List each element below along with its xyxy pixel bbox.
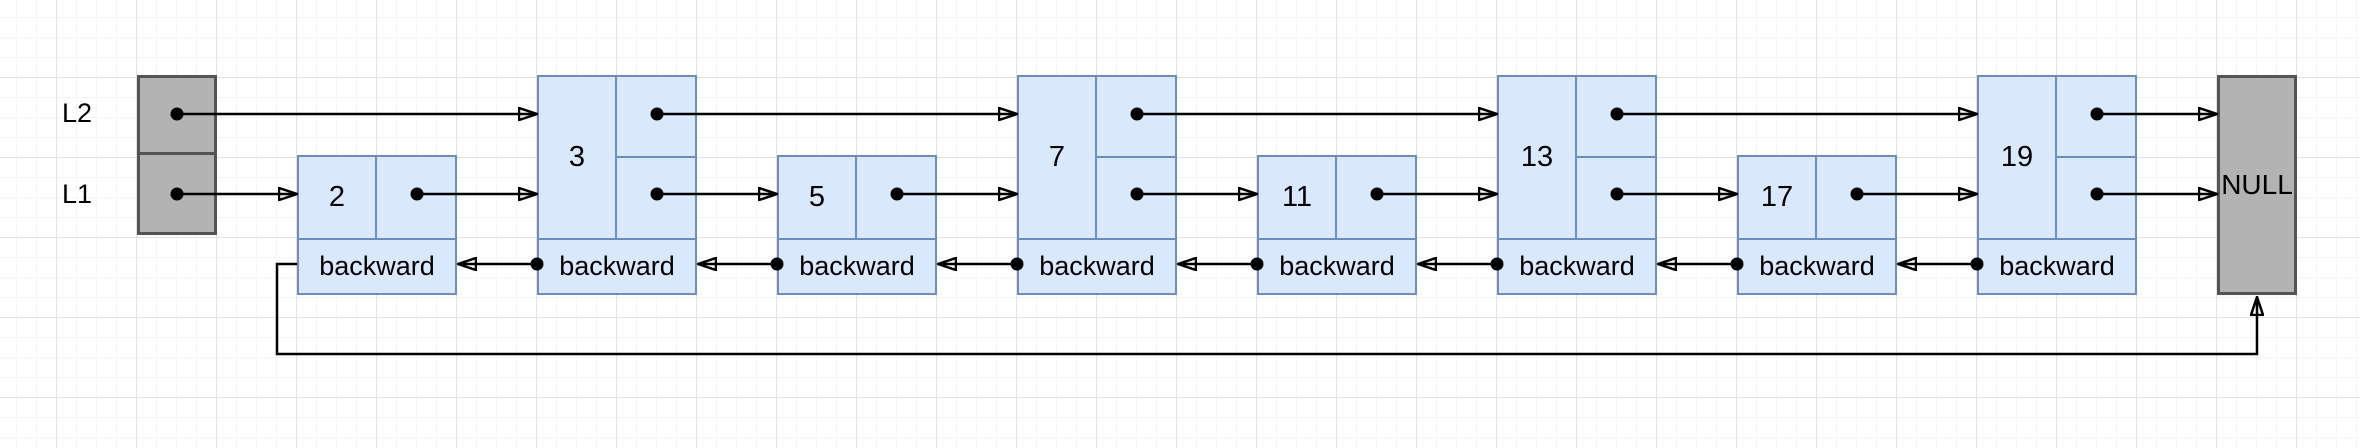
skiplist-node-13[interactable]: 13 backward: [1497, 75, 1657, 295]
level-label-l1: L1: [61, 179, 93, 209]
skiplist-node-5[interactable]: 5 backward: [777, 155, 937, 295]
backward-pointer-cell: backward: [1979, 238, 2135, 293]
backward-pointer-cell: backward: [779, 238, 935, 293]
l2-pointer-cell: [2057, 77, 2135, 158]
skiplist-node-7[interactable]: 7 backward: [1017, 75, 1177, 295]
l1-pointer-cell: [1577, 158, 1655, 239]
backward-pointer-cell: backward: [539, 238, 695, 293]
l1-pointer-cell: [2057, 158, 2135, 239]
l1-pointer-cell: [377, 157, 455, 238]
skiplist-node-3[interactable]: 3 backward: [537, 75, 697, 295]
node-value: 2: [299, 157, 377, 238]
backward-pointer-cell: backward: [1499, 238, 1655, 293]
skiplist-head-box[interactable]: [137, 75, 217, 235]
node-value: 11: [1259, 157, 1337, 238]
null-terminator-box[interactable]: NULL: [2217, 75, 2297, 295]
l1-pointer-cell: [857, 157, 935, 238]
skiplist-node-2[interactable]: 2 backward: [297, 155, 457, 295]
l1-pointer-cell: [1097, 158, 1175, 239]
l2-pointer-cell: [1577, 77, 1655, 158]
node-value: 13: [1499, 77, 1577, 238]
node-value: 3: [539, 77, 617, 238]
backward-pointer-cell: backward: [299, 238, 455, 293]
l2-pointer-cell: [1097, 77, 1175, 158]
null-label: NULL: [2221, 169, 2293, 200]
node-value: 19: [1979, 77, 2057, 238]
l1-pointer-cell: [1337, 157, 1415, 238]
node-value: 5: [779, 157, 857, 238]
node-value: 7: [1019, 77, 1097, 238]
skiplist-node-19[interactable]: 19 backward: [1977, 75, 2137, 295]
node-value: 17: [1739, 157, 1817, 238]
backward-pointer-cell: backward: [1739, 238, 1895, 293]
backward-pointer-cell: backward: [1019, 238, 1175, 293]
head-pointer-cell-l1: [140, 155, 214, 232]
backward-pointer-cell: backward: [1259, 238, 1415, 293]
head-pointer-cell-l2: [140, 78, 214, 155]
skiplist-node-11[interactable]: 11 backward: [1257, 155, 1417, 295]
l1-pointer-cell: [617, 158, 695, 239]
level-label-l2: L2: [61, 98, 93, 128]
l2-pointer-cell: [617, 77, 695, 158]
skiplist-node-17[interactable]: 17 backward: [1737, 155, 1897, 295]
l1-pointer-cell: [1817, 157, 1895, 238]
